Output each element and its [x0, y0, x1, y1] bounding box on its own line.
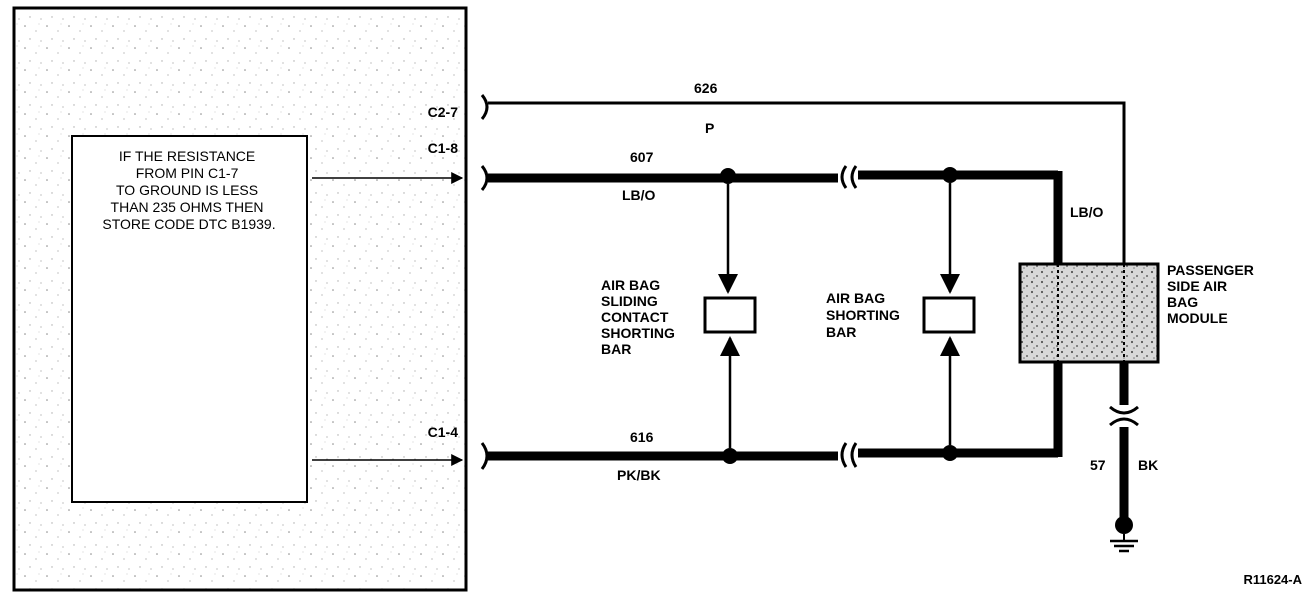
shorting-bar-box — [703, 296, 757, 334]
wire-626-number: 626 — [694, 80, 718, 96]
wire-616-color: PK/BK — [617, 467, 661, 483]
connector-c1-8 — [480, 165, 489, 191]
wire-616-number: 616 — [630, 429, 654, 445]
ground-connector — [1109, 405, 1139, 427]
shorting-bar-box — [922, 296, 976, 334]
ground-icon — [1110, 516, 1138, 553]
figure-reference: R11624-A — [1243, 572, 1302, 587]
note-line: FROM PIN C1-7 — [136, 165, 239, 181]
wire-607: 607 LB/O LB/O — [488, 149, 1104, 300]
note-line: IF THE RESISTANCE — [119, 148, 255, 164]
wire-57: 57 BK — [1090, 362, 1158, 518]
wire-607-color: LB/O — [622, 187, 656, 203]
wire-607-number: 607 — [630, 149, 654, 165]
passenger-air-bag-module: PASSENGER SIDE AIR BAG MODULE — [1018, 262, 1258, 364]
connector-brackets — [480, 94, 489, 470]
wire-57-color: BK — [1138, 457, 1158, 473]
connector-c1-4 — [480, 442, 489, 470]
air-bag-shorting-bar: AIR BAG SHORTING BAR — [826, 183, 976, 445]
connector-c2-7 — [480, 94, 489, 120]
splice-dot — [722, 448, 738, 464]
module-body — [1018, 262, 1160, 364]
wire-626-color: P — [705, 120, 714, 136]
splice-dot — [942, 167, 958, 183]
pin-label-c2-7: C2-7 — [428, 104, 459, 120]
sliding-contact-shorting-bar: AIR BAG SLIDING CONTACT SHORTING BAR — [601, 184, 757, 448]
note-line: THAN 235 OHMS THEN — [111, 199, 264, 215]
note-line: STORE CODE DTC B1939. — [102, 216, 275, 232]
wire-626: 626 P — [488, 80, 1126, 300]
inline-connector-bottom — [840, 442, 858, 468]
splice-dot — [942, 445, 958, 461]
inline-connectors — [840, 165, 858, 468]
control-module: IF THE RESISTANCE FROM PIN C1-7 TO GROUN… — [12, 6, 468, 592]
splice-dot — [720, 168, 736, 184]
pin-label-c1-8: C1-8 — [428, 140, 459, 156]
sliding-contact-label: AIR BAG SLIDING CONTACT SHORTING BAR — [601, 277, 679, 357]
wire-right-color: LB/O — [1070, 204, 1104, 220]
wire-616: 616 PK/BK — [488, 362, 1063, 483]
note-text: IF THE RESISTANCE FROM PIN C1-7 TO GROUN… — [102, 148, 275, 232]
wire-57-number: 57 — [1090, 457, 1106, 473]
shorting-bar-label: AIR BAG SHORTING BAR — [826, 290, 904, 340]
inline-connector-top — [840, 165, 858, 189]
pin-label-c1-4: C1-4 — [428, 424, 459, 440]
splice-points — [720, 167, 958, 464]
note-line: TO GROUND IS LESS — [116, 182, 258, 198]
note-box — [71, 135, 308, 503]
module-label: PASSENGER SIDE AIR BAG MODULE — [1167, 262, 1258, 326]
